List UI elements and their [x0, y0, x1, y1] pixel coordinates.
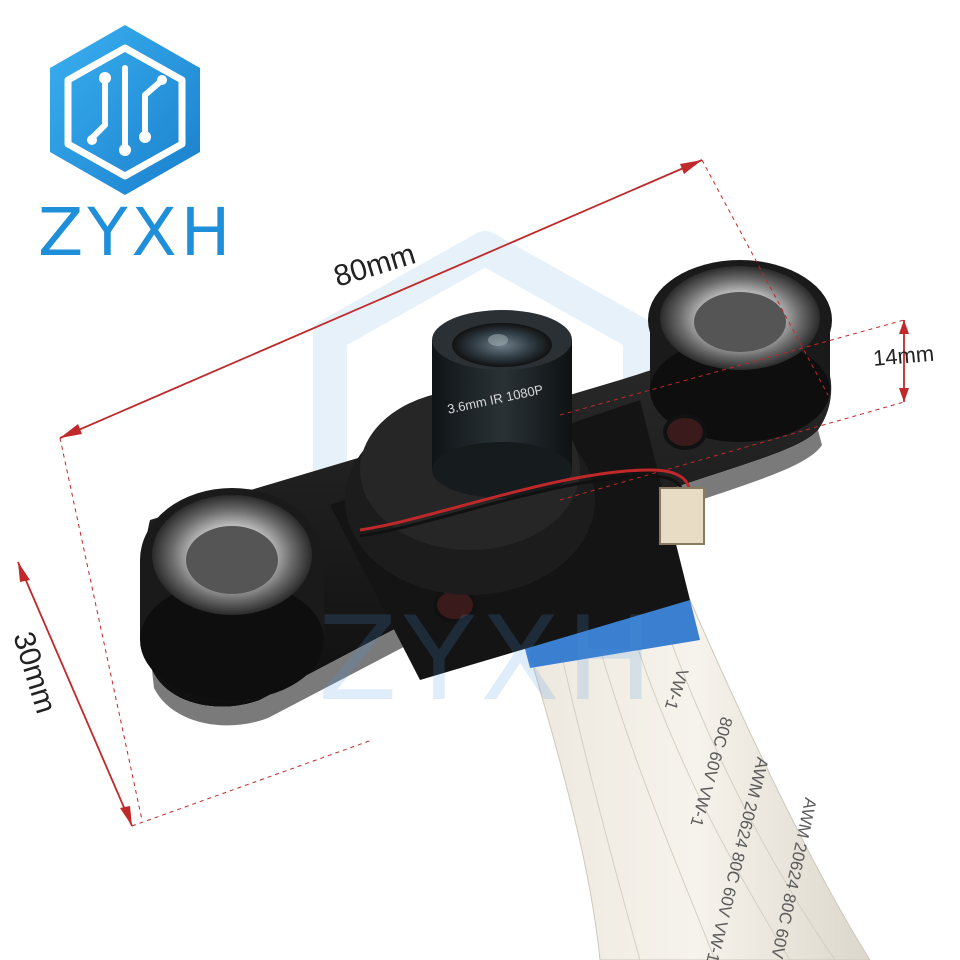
brand-watermark: ZYXH: [318, 592, 660, 727]
ir-cut-wire: [359, 468, 692, 532]
ir-cut-wire-black: [359, 474, 686, 538]
lens-assembly: [345, 310, 595, 595]
light-sensor-right: [663, 414, 707, 450]
brand-logo-icon: [50, 25, 200, 195]
left-ir-led: [140, 488, 324, 700]
brand-logo-text: ZYXH: [38, 194, 235, 271]
dimension-lines: [17, 159, 909, 827]
wire-connector: [659, 487, 705, 545]
depth-dimension-label: 14mm: [872, 340, 936, 371]
